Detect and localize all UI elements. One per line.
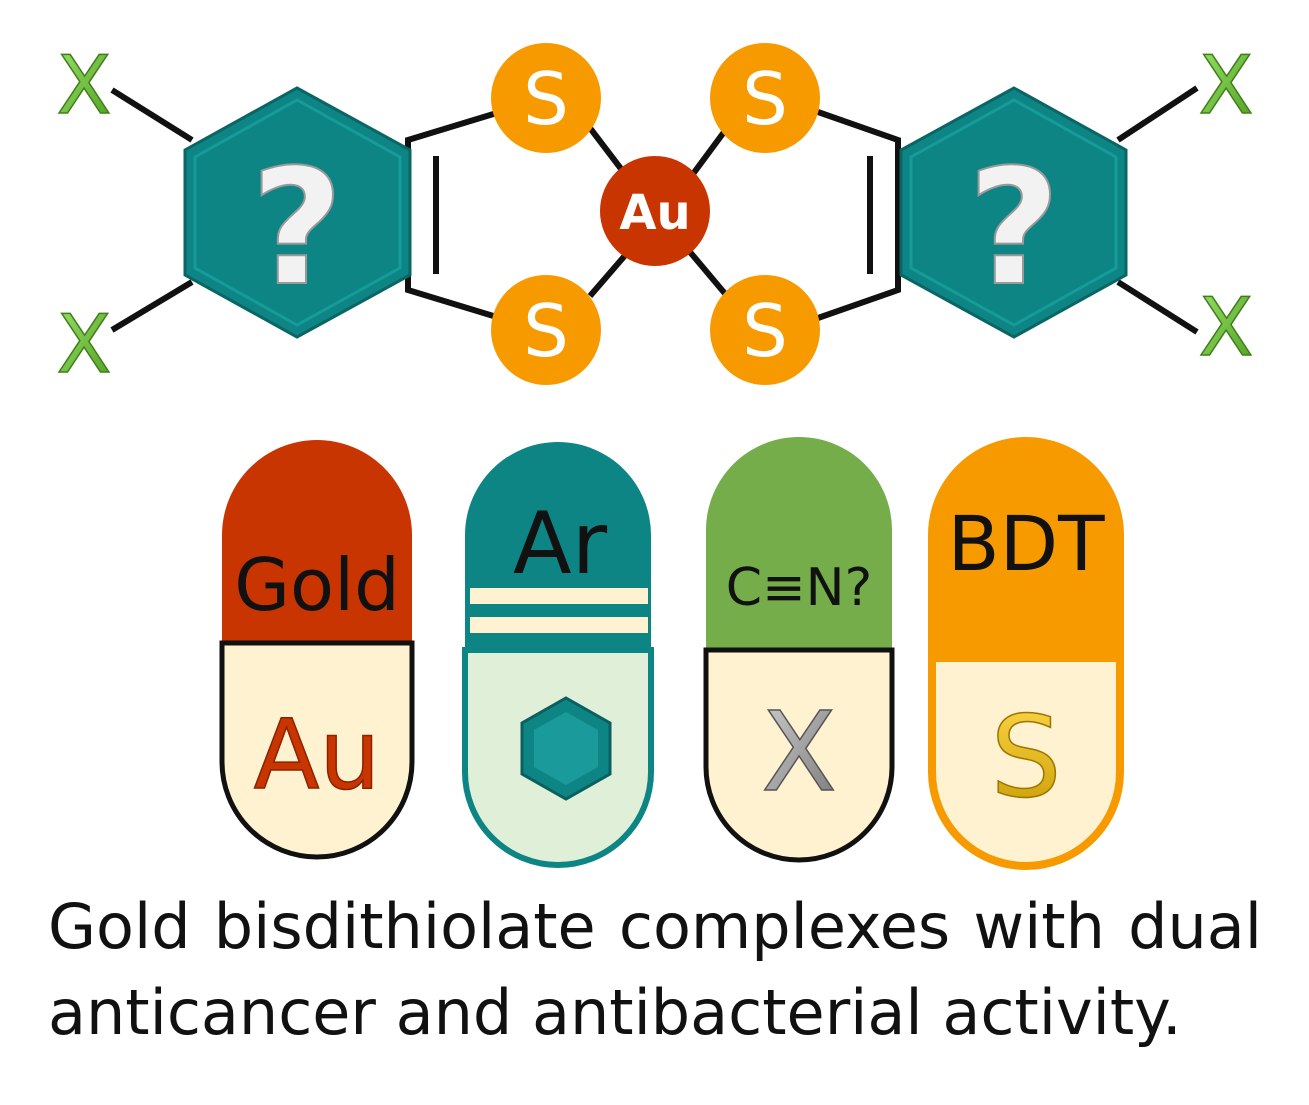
capsule-nitrile-top-label: C≡N? [726,558,872,618]
left-benzene-ring: ? [183,86,412,339]
sulfur-top-left: S [523,57,569,141]
sulfur-bottom-right: S [742,289,788,373]
sulfur-atoms: S S S S [491,43,820,385]
x-top-left: X [57,39,112,132]
x-top-right: X [1199,39,1254,132]
left-ring-question: ? [251,134,344,321]
x-substituents: X X X X [56,38,1254,392]
capsule-gold: Gold Au [219,440,415,860]
sulfur-top-right: S [742,57,788,141]
gold-atom-label: Au [619,185,690,241]
capsule-nitrile-bottom-label: X [761,688,836,816]
capsule-aryl: Ar [462,442,654,868]
x-bottom-left: X [57,298,112,391]
capsule-aryl-top-label: Ar [513,494,608,594]
capsule-bdt: BDT S [928,437,1124,870]
gold-atom: Au [600,156,710,266]
capsule-bdt-top-label: BDT [947,499,1105,588]
right-benzene-ring: ? [899,86,1128,339]
capsule-gold-bottom-label: Au [254,699,381,811]
hexagon-icon [520,696,612,801]
caption-line-1: Gold bisdithiolate complexes with dual [48,890,1262,963]
capsule-nitrile: C≡N? X [703,437,895,863]
capsule-gold-top-label: Gold [234,543,400,627]
caption-line-2: anticancer and antibacterial activity. [48,976,1182,1049]
right-ring-question: ? [968,134,1061,321]
capsule-bdt-bottom-label: S [990,693,1061,823]
x-bottom-right: X [1199,281,1254,374]
sulfur-bottom-left: S [523,289,569,373]
